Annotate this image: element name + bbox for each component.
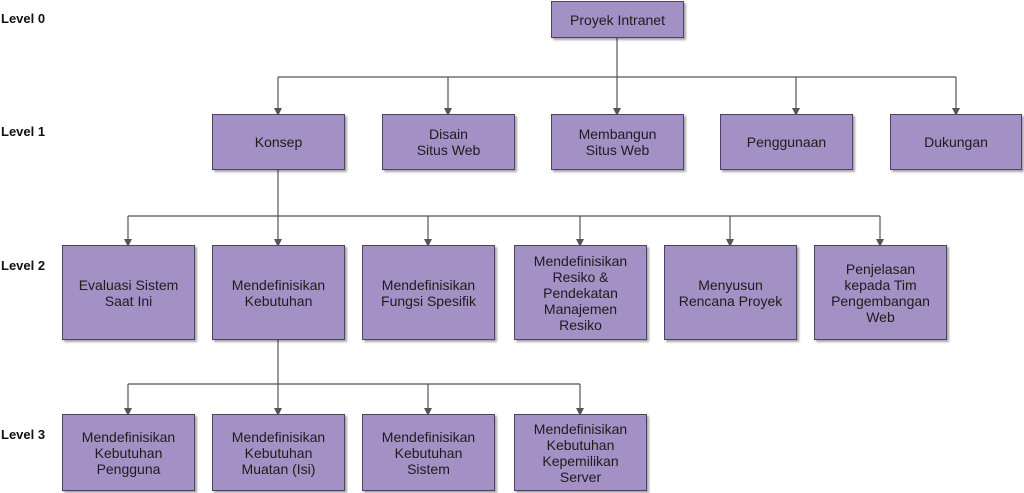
node-disain-situs-web: Disain Situs Web — [382, 114, 515, 170]
node-dukungan: Dukungan — [890, 114, 1022, 170]
node-membangun-situs-web: Membangun Situs Web — [551, 114, 684, 170]
node-penggunaan: Penggunaan — [720, 114, 853, 170]
node-kebutuhan-server: Mendefinisikan Kebutuhan Kepemilikan Ser… — [514, 414, 647, 491]
node-konsep: Konsep — [212, 114, 345, 170]
level-label-2: Level 2 — [1, 258, 46, 273]
node-kebutuhan-pengguna: Mendefinisikan Kebutuhan Pengguna — [62, 414, 195, 491]
node-fungsi-spesifik: Mendefinisikan Fungsi Spesifik — [362, 245, 495, 340]
node-proyek-intranet: Proyek Intranet — [551, 1, 684, 38]
node-kebutuhan-sistem: Mendefinisikan Kebutuhan Sistem — [362, 414, 495, 491]
level-label-1: Level 1 — [1, 124, 46, 139]
level-label-3: Level 3 — [1, 427, 46, 442]
level-label-0: Level 0 — [1, 11, 46, 26]
node-evaluasi-sistem: Evaluasi Sistem Saat Ini — [62, 245, 195, 340]
node-rencana-proyek: Menyusun Rencana Proyek — [664, 245, 797, 340]
node-kebutuhan-muatan: Mendefinisikan Kebutuhan Muatan (Isi) — [212, 414, 345, 491]
node-mendefinisikan-kebutuhan: Mendefinisikan Kebutuhan — [212, 245, 345, 340]
node-penjelasan-tim: Penjelasan kepada Tim Pengembangan Web — [814, 245, 947, 340]
node-resiko: Mendefinisikan Resiko & Pendekatan Manaj… — [514, 245, 647, 340]
